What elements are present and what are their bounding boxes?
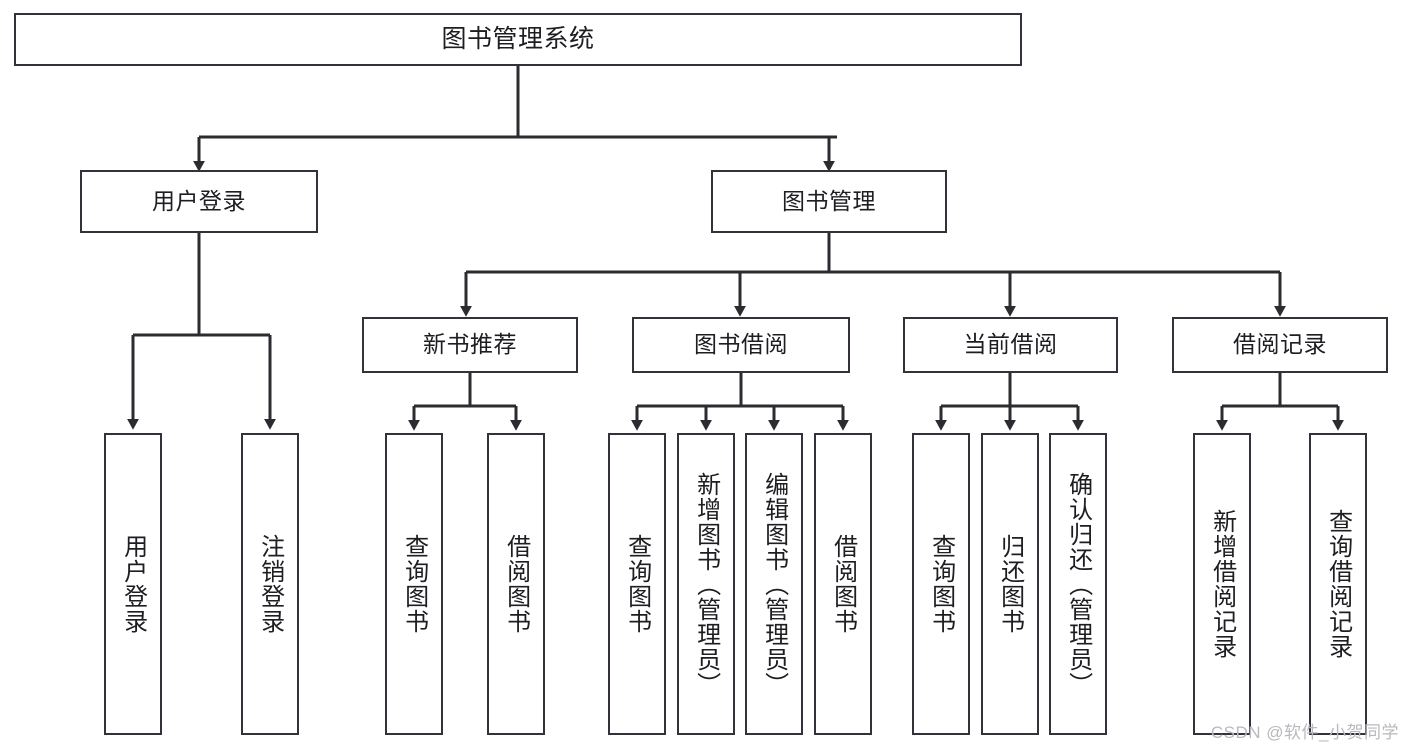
leaf-edit-book-admin-label: 编辑图书（管理员）: [760, 471, 788, 697]
node-borrow-record-label: 借阅记录: [1233, 331, 1327, 358]
node-current-borrow-label: 当前借阅: [963, 331, 1058, 358]
leaf-add-borrow-record[interactable]: 新增借阅记录: [1193, 433, 1251, 735]
node-current-borrow[interactable]: 当前借阅: [903, 317, 1118, 373]
leaf-confirm-return-admin-label: 确认归还（管理员）: [1064, 471, 1092, 697]
node-user-login[interactable]: 用户登录: [80, 170, 318, 233]
leaf-logout[interactable]: 注销登录: [241, 433, 299, 735]
node-new-book-recommend[interactable]: 新书推荐: [362, 317, 578, 373]
node-new-book-recommend-label: 新书推荐: [423, 331, 517, 358]
leaf-add-borrow-record-label: 新增借阅记录: [1208, 509, 1236, 659]
node-book-borrow[interactable]: 图书借阅: [632, 317, 850, 373]
leaf-recommend-query-book-label: 查询图书: [400, 534, 428, 634]
leaf-return-book-label: 归还图书: [996, 534, 1024, 634]
leaf-edit-book-admin[interactable]: 编辑图书（管理员）: [745, 433, 803, 735]
node-root[interactable]: 图书管理系统: [14, 13, 1022, 66]
watermark: CSDN @软件_小贺同学: [1210, 723, 1399, 742]
leaf-borrow-query-book[interactable]: 查询图书: [608, 433, 666, 735]
leaf-add-book-admin-label: 新增图书（管理员）: [692, 471, 720, 697]
node-book-management-label: 图书管理: [782, 187, 876, 214]
leaf-return-book[interactable]: 归还图书: [981, 433, 1039, 735]
node-root-label: 图书管理系统: [441, 24, 595, 53]
leaf-current-query-book-label: 查询图书: [927, 534, 955, 634]
node-book-borrow-label: 图书借阅: [694, 331, 788, 358]
leaf-recommend-borrow-book-label: 借阅图书: [502, 534, 530, 634]
leaf-borrow-book-label: 借阅图书: [829, 534, 857, 634]
leaf-user-login-label: 用户登录: [119, 534, 147, 634]
node-user-login-label: 用户登录: [152, 187, 246, 214]
leaf-query-borrow-record[interactable]: 查询借阅记录: [1309, 433, 1367, 735]
leaf-current-query-book[interactable]: 查询图书: [912, 433, 970, 735]
leaf-confirm-return-admin[interactable]: 确认归还（管理员）: [1049, 433, 1107, 735]
leaf-borrow-book[interactable]: 借阅图书: [814, 433, 872, 735]
leaf-query-borrow-record-label: 查询借阅记录: [1324, 509, 1352, 659]
node-borrow-record[interactable]: 借阅记录: [1172, 317, 1388, 373]
leaf-logout-label: 注销登录: [256, 534, 284, 634]
leaf-recommend-borrow-book[interactable]: 借阅图书: [487, 433, 545, 735]
leaf-user-login[interactable]: 用户登录: [104, 433, 162, 735]
leaf-add-book-admin[interactable]: 新增图书（管理员）: [677, 433, 735, 735]
leaf-recommend-query-book[interactable]: 查询图书: [385, 433, 443, 735]
node-book-management[interactable]: 图书管理: [711, 170, 947, 233]
leaf-borrow-query-book-label: 查询图书: [623, 534, 651, 634]
